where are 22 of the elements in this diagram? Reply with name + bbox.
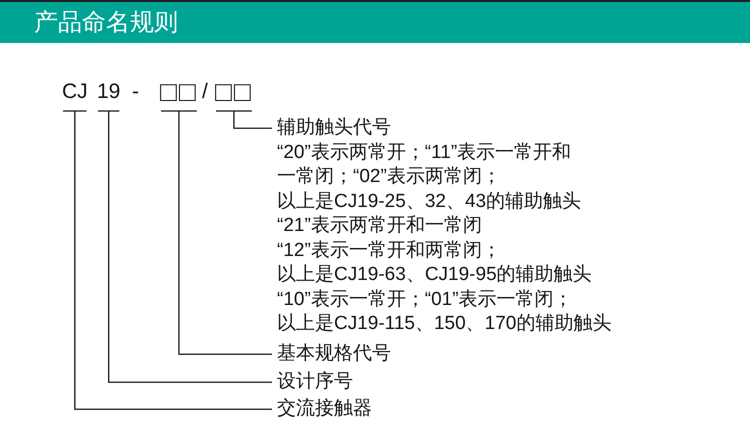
description-label: 设计序号 <box>272 370 353 394</box>
note-text: 以上是CJ19-25、32、43的辅助触头 <box>277 190 582 214</box>
note-text: “21”表示两常开和一常闭 <box>277 214 483 238</box>
leader-line <box>97 110 272 383</box>
note-text: 以上是CJ19-115、150、170的辅助触头 <box>277 312 612 336</box>
separator-symbol: - <box>132 80 139 104</box>
leader-line <box>62 110 272 410</box>
description-label: 基本规格代号 <box>272 342 391 366</box>
note-text: “12”表示一常开和两常闭； <box>277 238 502 262</box>
model-code-text: □□ <box>160 80 198 111</box>
model-code-text: □□ <box>215 80 253 111</box>
model-code-text: 19 <box>97 80 120 111</box>
separator-symbol: / <box>202 80 208 104</box>
leader-line <box>215 110 272 129</box>
page-title: 产品命名规则 <box>34 8 178 36</box>
note-text: “20”表示两常开；“11”表示一常开和一常闭；“02”表示两常闭； <box>277 140 572 189</box>
description-label: 辅助触头代号 <box>277 116 392 140</box>
description-label: 交流接触器 <box>272 397 372 422</box>
model-code-text: CJ <box>62 80 88 111</box>
leader-line <box>160 110 272 355</box>
note-text: “10”表示一常开；“01”表示一常闭； <box>277 288 574 312</box>
note-text: 以上是CJ19-63、CJ19-95的辅助触头 <box>277 263 593 287</box>
